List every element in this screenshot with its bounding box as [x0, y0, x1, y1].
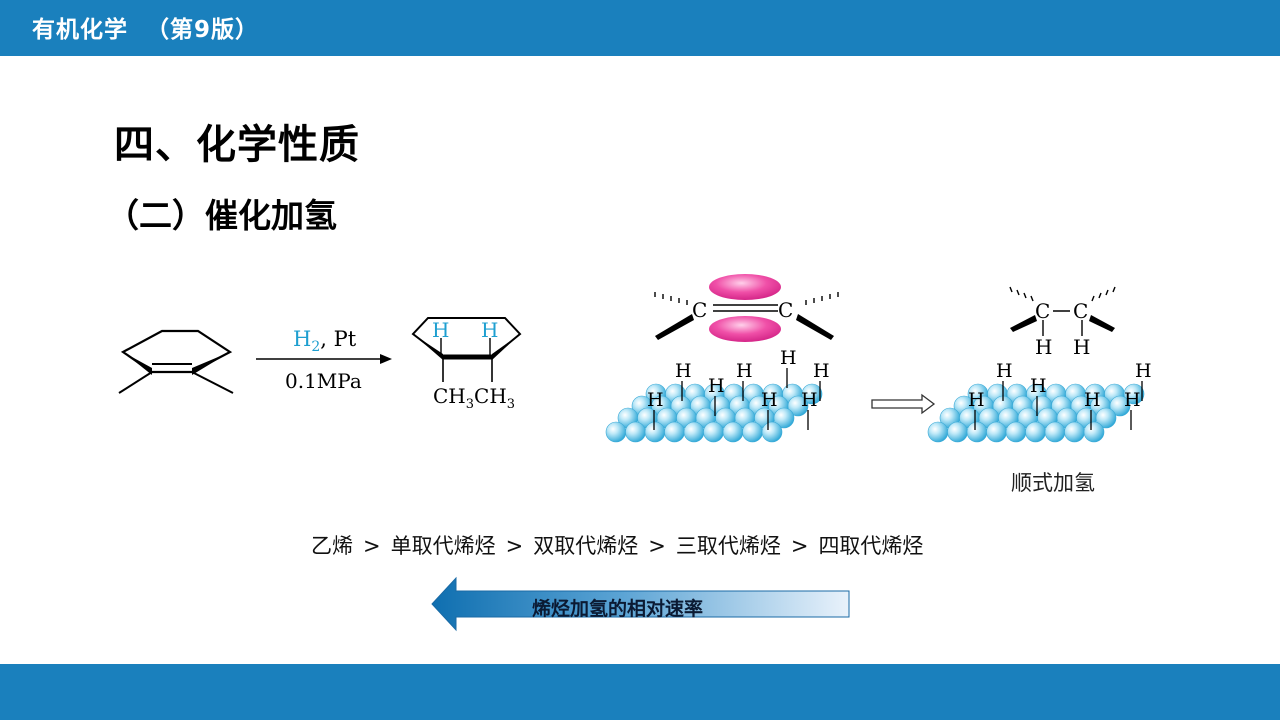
- order-item-5: 四取代烯烃: [818, 534, 924, 558]
- catalyst-surface-left: [605, 383, 823, 443]
- surface-hydrogen: H: [708, 375, 725, 397]
- catalyst-atom: [1025, 421, 1046, 443]
- section-title: 四、化学性质: [114, 122, 360, 168]
- order-item-1: 乙烯: [311, 534, 353, 558]
- catalyst-atom: [1109, 395, 1131, 417]
- carbon-left-1: C: [692, 298, 707, 322]
- surface-hydrogen: H: [968, 389, 985, 411]
- surface-hydrogen: H: [1135, 360, 1152, 382]
- catalyst-atom: [1095, 407, 1117, 429]
- surface-hydrogen: H: [801, 389, 818, 411]
- catalyst-atom: [625, 421, 646, 443]
- catalyst-atom: [664, 421, 685, 443]
- surface-hydrogen: H: [736, 360, 753, 382]
- catalyst-atom: [605, 421, 627, 443]
- footer-bar: [0, 664, 1280, 720]
- catalyst-atom: [1064, 421, 1085, 443]
- header-bar: 有机化学 （第9版）: [0, 0, 1280, 56]
- alkene-bonds-left: [654, 292, 839, 340]
- catalyst-atom: [722, 421, 744, 443]
- catalyst-atom: [927, 421, 949, 443]
- catalyst-atom: [1123, 383, 1145, 405]
- catalyst-atom: [742, 421, 763, 443]
- product-methyl-groups: CH3CH3: [433, 384, 515, 412]
- order-item-2: 单取代烯烃: [390, 534, 496, 558]
- cis-addition-caption: 顺式加氢: [1011, 471, 1095, 495]
- catalyst-atom: [1044, 421, 1066, 443]
- order-separator-3: >: [648, 534, 666, 558]
- product-h-1: H: [432, 318, 449, 342]
- catalyst-atom: [644, 421, 666, 443]
- transition-arrow: [871, 393, 936, 415]
- catalyst-atom: [1083, 421, 1105, 443]
- surface-hydrogen: H: [996, 360, 1013, 382]
- catalyst-atom: [1005, 421, 1027, 443]
- surface-hydrogen: H: [647, 389, 664, 411]
- carbon-right-1: C: [1035, 299, 1050, 323]
- order-item-3: 双取代烯烃: [533, 534, 639, 558]
- reaction-arrow: [256, 354, 392, 364]
- carbon-right-2: C: [1073, 299, 1088, 323]
- surface-hydrogen: H: [1124, 389, 1141, 411]
- order-separator-2: >: [505, 534, 524, 558]
- book-title: 有机化学 （第9版）: [32, 17, 260, 43]
- surface-hydrogen: H: [675, 360, 692, 382]
- catalyst-atom: [986, 421, 1007, 443]
- added-hydrogen-1: H: [1035, 335, 1052, 359]
- surface-hydrogen: H: [1084, 389, 1101, 411]
- order-separator-1: >: [363, 534, 381, 558]
- catalyst-atom: [761, 421, 783, 443]
- reagent-label: H2, Pt: [293, 327, 357, 355]
- subsection-title: （二）催化加氢: [106, 196, 337, 235]
- catalyst-atom: [947, 421, 968, 443]
- product-cyclohexane: [411, 317, 522, 382]
- rate-arrow-label: 烯烃加氢的相对速率: [532, 598, 704, 620]
- alkane-bonds-right: [1009, 286, 1116, 336]
- surface-hydrogen: H: [780, 347, 797, 369]
- surface-hydrogen: H: [1030, 375, 1047, 397]
- surface-hydrogen: H: [761, 389, 778, 411]
- reactant-cyclohexene: [118, 329, 234, 394]
- catalyst-atom: [773, 407, 795, 429]
- rate-order-sequence: 乙烯 > 单取代烯烃 > 双取代烯烃 > 三取代烯烃 > 四取代烯烃: [311, 530, 1011, 560]
- catalyst-atom: [787, 395, 809, 417]
- condition-label: 0.1MPa: [285, 369, 362, 393]
- order-item-4: 三取代烯烃: [675, 534, 781, 558]
- catalyst-atom: [801, 383, 823, 405]
- order-separator-4: >: [790, 534, 809, 558]
- pi-orbital-lobes: [709, 274, 781, 342]
- catalyst-atom: [683, 421, 705, 443]
- catalyst-atom: [703, 421, 724, 443]
- added-hydrogen-2: H: [1073, 335, 1090, 359]
- carbon-left-2: C: [778, 298, 793, 322]
- surface-hydrogen: H: [813, 360, 830, 382]
- rate-arrow: [431, 576, 850, 632]
- product-h-2: H: [481, 318, 498, 342]
- catalyst-atom: [966, 421, 988, 443]
